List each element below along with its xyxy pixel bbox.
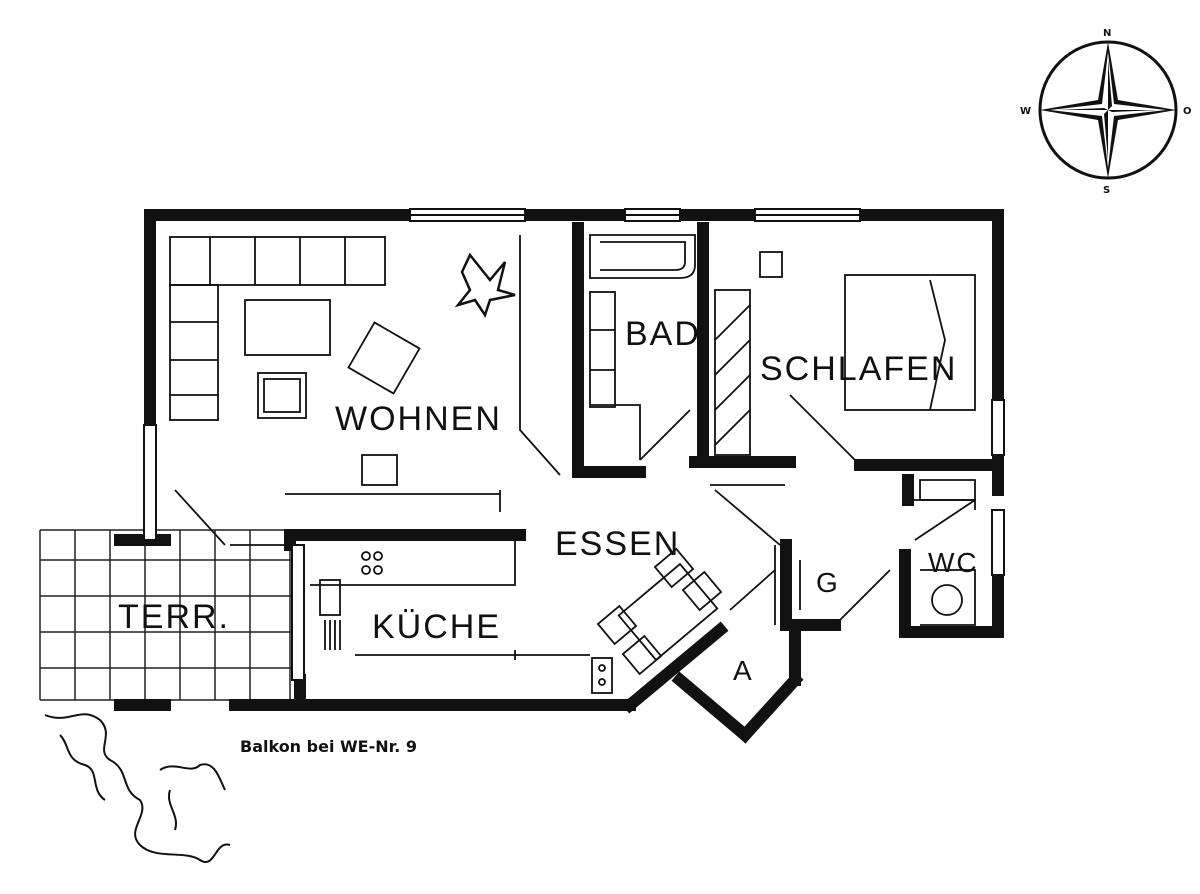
plant-icon [454,252,516,318]
room-label-a: A [733,655,754,686]
door-swings [230,479,976,626]
room-label-bad: BAD [625,315,701,353]
windows [143,208,1005,681]
bedroom-furniture [714,251,976,461]
kitchen-fixtures [310,540,613,694]
balcony-caption: Balkon bei WE-Nr. 9 [240,737,417,756]
walls [114,209,1004,744]
compass-west: W [1020,106,1031,117]
garden-hedge [44,713,231,863]
room-label-schlafen: SCHLAFEN [760,350,957,388]
room-label-essen: ESSEN [555,525,680,563]
compass-south: S [1103,185,1110,196]
compass-north: N [1103,28,1111,39]
living-furniture [169,235,561,546]
room-label-wohnen: WOHNEN [335,400,502,438]
compass-east: O [1183,106,1192,117]
bathroom-fixtures [589,234,696,461]
room-label-kueche: KÜCHE [372,608,501,646]
room-label-g: G [816,567,840,598]
room-label-terrace: TERR. [118,598,230,636]
dining-table [596,547,723,676]
terrace-tiles [39,529,295,701]
room-label-wc: WC [928,547,979,578]
compass-icon: N S W O [1020,28,1192,196]
